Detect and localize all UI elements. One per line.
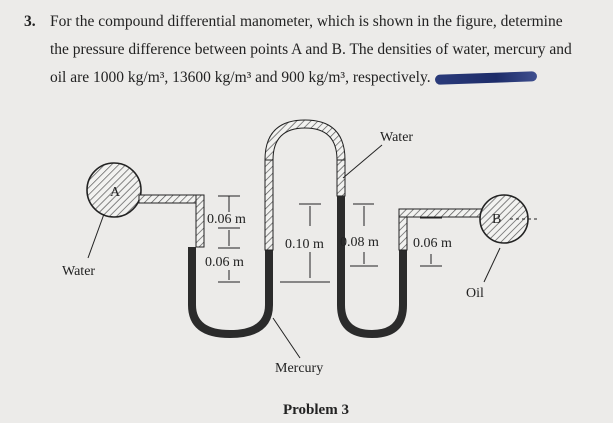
- leader-mercury: [272, 317, 301, 359]
- pipe-b: [398, 208, 485, 218]
- tank-b: [479, 194, 529, 244]
- dim-2-label: 0.06 m: [205, 255, 244, 270]
- dim-5-label: 0.06 m: [413, 236, 452, 251]
- dim-4-label: 0.08 m: [340, 235, 379, 250]
- tube-3-water: [336, 159, 346, 197]
- problem-line-2: the pressure difference between points A…: [50, 41, 572, 58]
- tank-a: [86, 162, 142, 218]
- problem-line-1: 3.For the compound differential manomete…: [24, 8, 604, 36]
- figure-caption: Problem 3: [283, 402, 349, 418]
- dimension-4: [350, 203, 378, 267]
- point-b-label: B: [492, 212, 501, 227]
- dimension-3: [280, 203, 330, 283]
- tube-4-oil: [398, 214, 408, 251]
- pipe-a: [138, 194, 204, 204]
- water-label-left: Water: [62, 264, 95, 279]
- leader-water-top: [342, 144, 383, 179]
- problem-number: 3.: [24, 13, 36, 30]
- dimension-1: [218, 195, 240, 229]
- leader-water-left: [87, 213, 105, 259]
- problem-line-3: oil are 1000 kg/m³, 13600 kg/m³ and 900 …: [24, 64, 604, 92]
- mercury-label: Mercury: [275, 361, 323, 376]
- mercury-u-tube-right: [337, 196, 407, 338]
- dim-1-label: 0.06 m: [207, 212, 246, 227]
- dim-3-label: 0.10 m: [285, 237, 324, 252]
- point-a-label: A: [110, 185, 121, 200]
- tube-1-water: [195, 194, 205, 248]
- dimension-2: [218, 230, 240, 283]
- inverted-u-water: [264, 119, 346, 161]
- water-label-top: Water: [380, 130, 413, 145]
- tube-2-water: [264, 159, 274, 251]
- leader-oil: [483, 247, 501, 283]
- oil-label: Oil: [466, 286, 484, 301]
- problem-statement: 3.For the compound differential manomete…: [24, 8, 604, 92]
- dimension-5: [420, 217, 442, 267]
